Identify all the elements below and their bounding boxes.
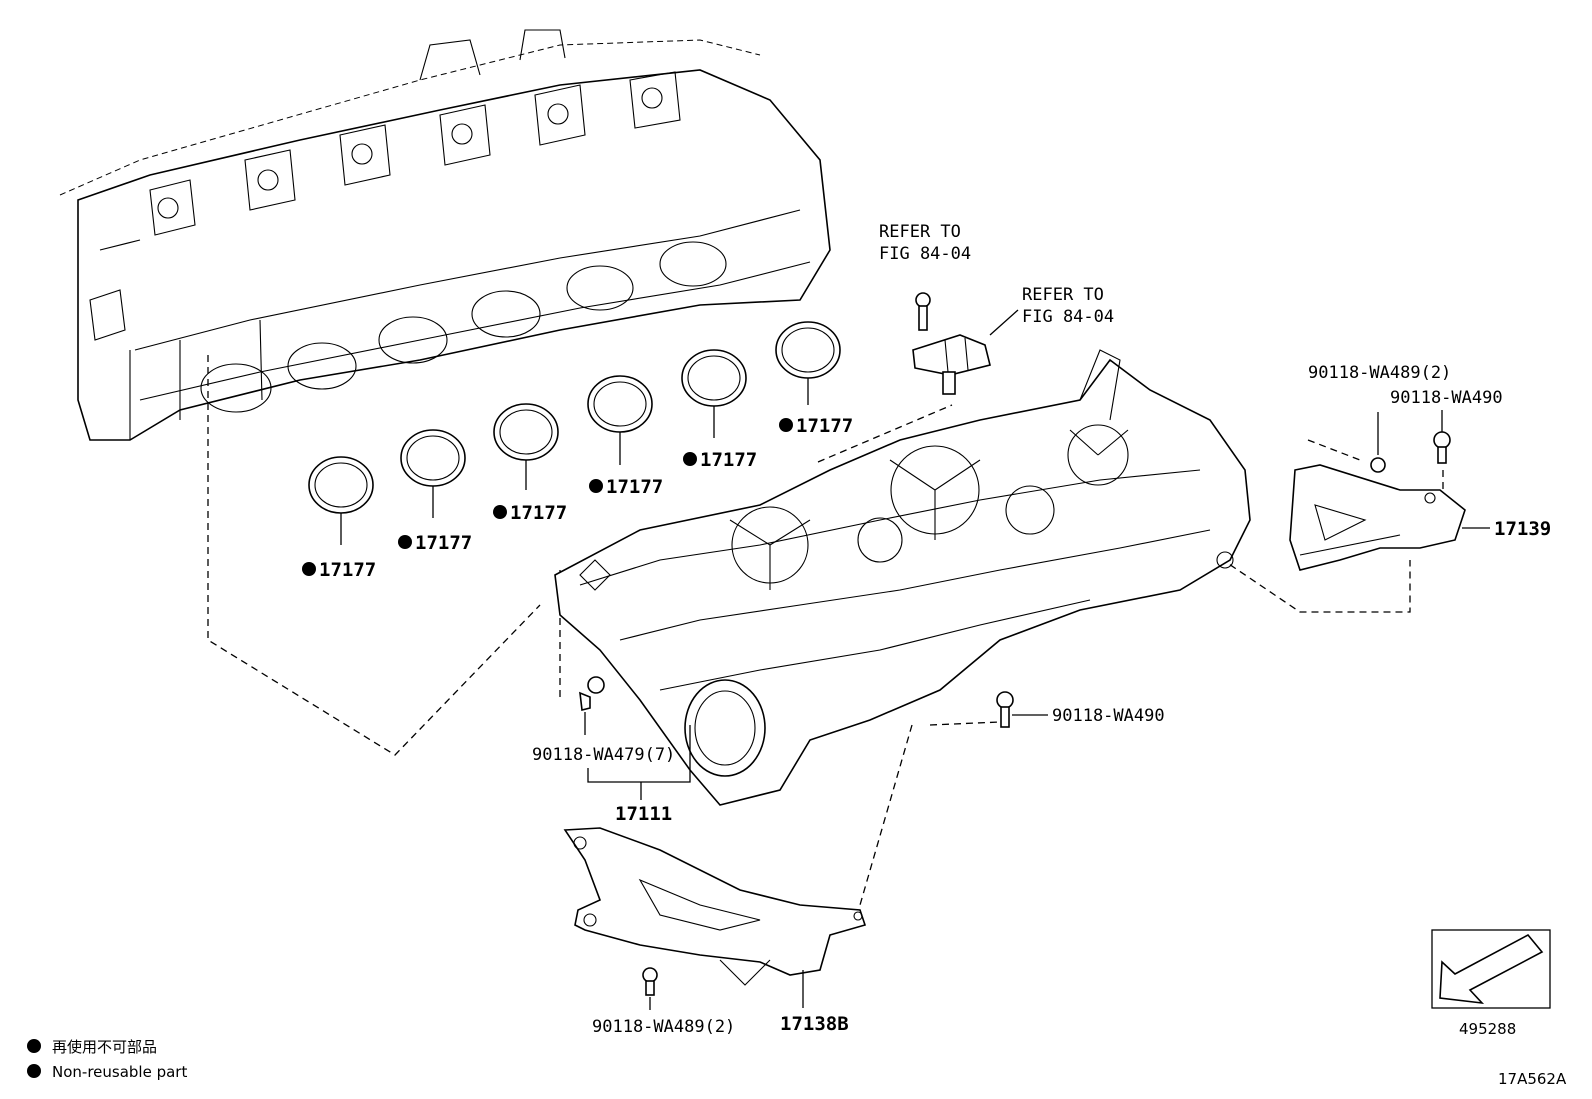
gasket-label-4: 17177 [606,476,663,498]
legend-dot-icon [27,1064,41,1078]
bolt-wa489-lower-label: 90118-WA489(2) [592,1017,735,1037]
gasket-5 [681,349,747,407]
gasket-3 [493,403,559,461]
gasket-group [308,321,841,545]
gasket-4 [587,375,653,433]
non-reusable-dot [589,479,603,493]
gasket-1 [308,456,374,514]
bracket-17139-illustration [1289,464,1466,571]
gasket-2 [400,429,466,487]
legend-japanese: 再使用不可部品 [52,1038,157,1056]
bolt-wa479-illustration [579,676,605,711]
refer-label-b-line2: FIG 84-04 [1022,307,1114,327]
legend-dot-icon [27,1039,41,1053]
gasket-label-5: 17177 [700,449,757,471]
alignment-lines [207,355,1444,906]
figure-code-label: 17A562A [1498,1070,1567,1088]
non-reusable-dot [779,418,793,432]
bolt-wa479-label: 90118-WA479(7) [532,745,675,765]
intake-manifold-illustration [554,349,1251,806]
refer-label-b-line1: REFER TO [1022,285,1104,305]
refer-label-a-line2: FIG 84-04 [879,244,971,264]
non-reusable-dot [683,452,697,466]
non-reusable-dot [493,505,507,519]
gasket-labels: 17177 17177 17177 17177 17177 17177 [302,415,853,581]
bolt-wa490-manifold-label: 90118-WA490 [1052,706,1165,726]
manifold-label: 17111 [615,803,672,825]
cylinder-head-illustration [59,29,831,441]
gasket-label-2: 17177 [415,532,472,554]
refer-label-a-line1: REFER TO [879,222,961,242]
non-reusable-dot [302,562,316,576]
view-code-label: 495288 [1459,1020,1516,1038]
bolt-wa490-manifold-illustration [996,691,1014,728]
gasket-label-1: 17177 [319,559,376,581]
gasket-label-6: 17177 [796,415,853,437]
legend: 再使用不可部品 Non-reusable part [27,1038,187,1081]
view-direction-box [1431,929,1551,1009]
bolt-wa489-lower-illustration [642,967,658,996]
bolt-wa489-bracket-illustration [1370,412,1386,473]
bolt-wa490-bracket-illustration [1433,410,1451,464]
bracket-17138b-illustration [563,827,867,986]
bracket-lower-label: 17138B [780,1013,849,1035]
gasket-label-3: 17177 [510,502,567,524]
bracket-rear-label: 17139 [1494,518,1551,540]
gasket-6 [775,321,841,379]
view-direction-arrow-icon [1439,933,1544,1005]
non-reusable-dot [398,535,412,549]
pressure-sensor-illustration [912,292,991,395]
bolt-wa490-bracket-label: 90118-WA490 [1390,388,1503,408]
bolt-wa489-bracket-label: 90118-WA489(2) [1308,363,1451,383]
legend-english: Non-reusable part [52,1063,187,1081]
